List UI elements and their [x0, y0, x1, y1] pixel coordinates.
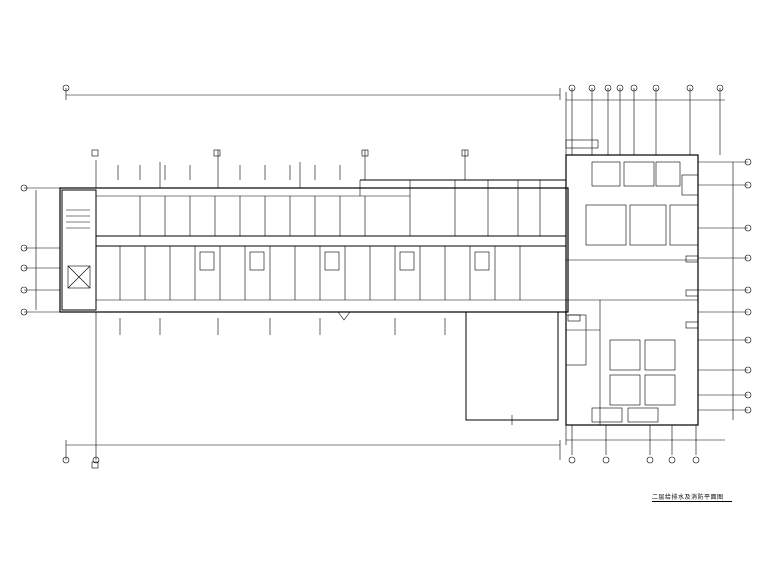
elevator-shaft	[67, 265, 91, 289]
left-row-grid-lines	[24, 187, 60, 313]
drawing-title-underline	[652, 501, 732, 502]
top-column-grid-lines	[95, 88, 721, 188]
fire-hydrant-symbols	[117, 165, 446, 335]
axis-grid-bubbles	[20, 84, 752, 464]
stair-block-west	[61, 189, 97, 311]
attached-hall	[465, 311, 559, 421]
right-row-grid-lines	[698, 161, 748, 411]
east-wing-partitions	[565, 161, 699, 425]
plumbing-riser-markers	[91, 139, 699, 469]
north-room-partitions	[96, 179, 566, 236]
east-wing-outline	[565, 154, 699, 426]
drawing-title: 二层给排水及消防平面图	[652, 494, 724, 501]
south-room-partitions	[96, 246, 566, 301]
entrance-marker	[337, 311, 351, 321]
bottom-column-grid-lines	[95, 312, 697, 460]
west-wing-outline	[59, 187, 569, 313]
